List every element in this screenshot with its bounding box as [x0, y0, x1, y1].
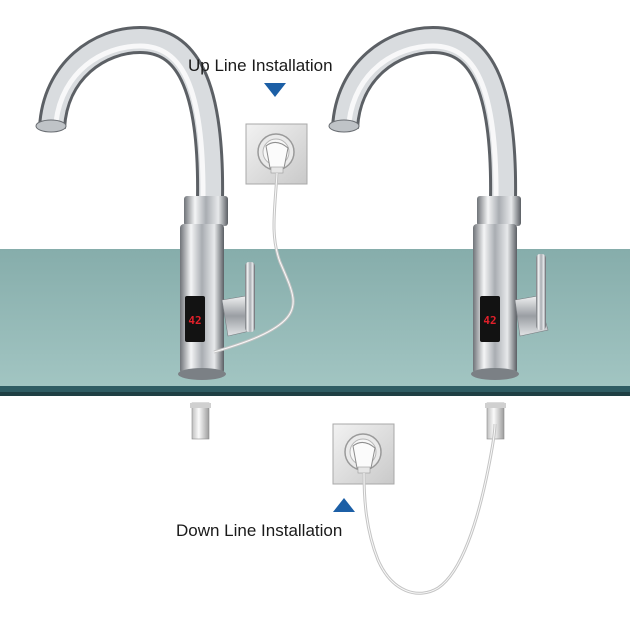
temperature-readout-left: 42 — [188, 314, 201, 327]
down-line-installation-label: Down Line Installation — [176, 521, 343, 540]
faucet-left: 42 — [35, 25, 255, 380]
temperature-readout-right: 42 — [483, 314, 496, 327]
pipe-left — [190, 402, 211, 440]
arrow-up-icon — [333, 498, 355, 512]
faucet-right: 42 — [328, 25, 549, 380]
arrow-down-icon — [264, 83, 286, 97]
temperature-display-left — [185, 296, 205, 342]
up-line-installation-label: Up Line Installation — [188, 56, 333, 75]
pipe-right — [485, 402, 506, 440]
temperature-display-right — [480, 296, 500, 342]
